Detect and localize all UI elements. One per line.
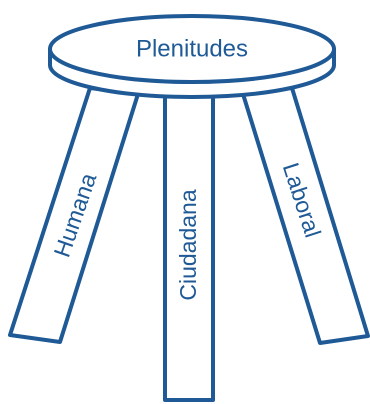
seat-label: Plenitudes [136, 36, 248, 63]
seat-top [48, 14, 336, 84]
leg-left: Humana [8, 86, 140, 344]
leg-right: Laboral [241, 86, 370, 345]
stool-seat: Plenitudes [48, 14, 336, 99]
leg-center: Ciudadana [163, 94, 215, 402]
leg-center-label: Ciudadana [175, 189, 201, 300]
